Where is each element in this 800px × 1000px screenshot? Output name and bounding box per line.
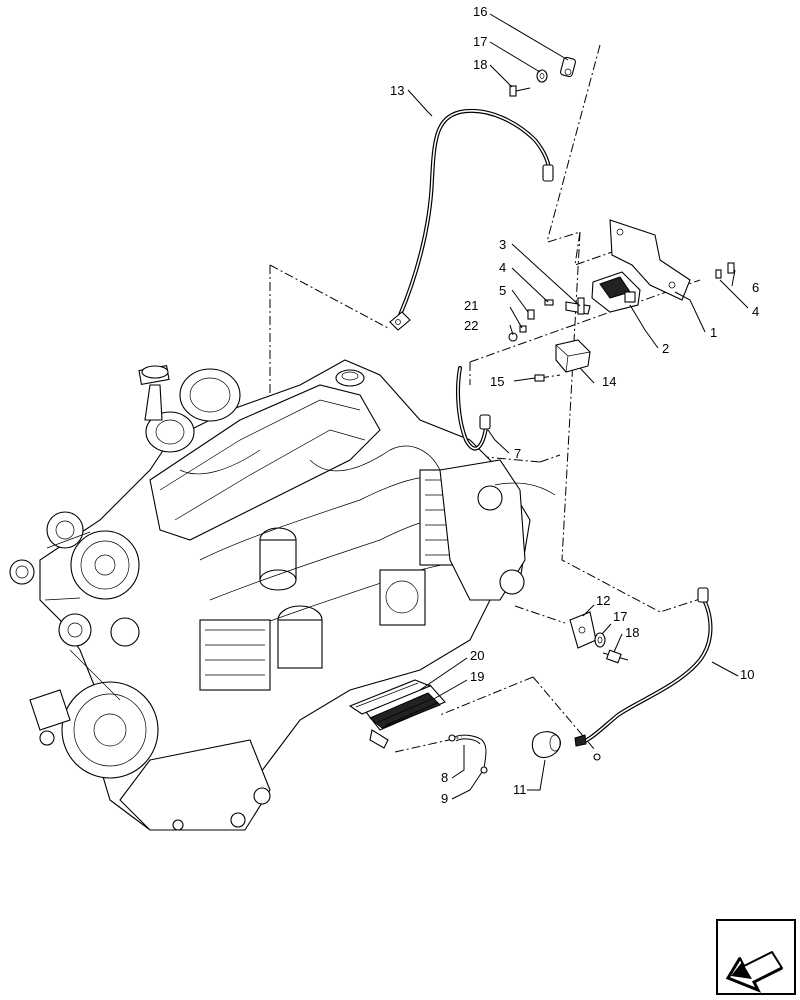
callout-4: 4 — [752, 304, 759, 319]
callout-19: 19 — [470, 669, 484, 684]
callout-11: 11 — [513, 782, 527, 797]
callout-20: 20 — [470, 648, 484, 663]
callout-8: 8 — [441, 770, 448, 785]
callout-18: 18 — [625, 625, 639, 640]
callout-21: 21 — [464, 298, 478, 313]
callout-5: 5 — [499, 283, 506, 298]
callout-14: 14 — [602, 374, 616, 389]
callout-17: 17 — [613, 609, 627, 624]
callout-17: 17 — [473, 34, 487, 49]
ecu-cover-20 — [348, 679, 432, 715]
filter-housing — [259, 527, 323, 669]
ground-cable-13 — [389, 108, 554, 331]
callout-7: 7 — [514, 446, 521, 461]
callout-13: 13 — [390, 83, 404, 98]
front-pulleys — [9, 511, 159, 779]
callout-2: 2 — [662, 341, 669, 356]
bolt-18 — [509, 85, 531, 97]
callout-4: 4 — [499, 260, 506, 275]
engine-assembly — [9, 359, 556, 831]
washer-17 — [536, 69, 548, 83]
callout-1: 1 — [710, 325, 717, 340]
callout-labels: 16 17 18 13 3 4 5 21 22 6 4 1 2 15 14 7 … — [390, 4, 759, 806]
lower-fastener-group — [569, 611, 622, 664]
cable-7 — [456, 366, 491, 451]
callout-18: 18 — [473, 57, 487, 72]
callout-12: 12 — [596, 593, 610, 608]
sensor-cable-8-9 — [448, 734, 488, 774]
boot-11 — [531, 731, 601, 761]
small-fasteners — [508, 262, 735, 342]
clip-3 — [565, 297, 591, 315]
callout-6: 6 — [752, 280, 759, 295]
ecu-module-19 — [365, 684, 446, 749]
return-arrow-icon[interactable] — [716, 919, 796, 995]
screw-15 — [534, 374, 545, 382]
callout-9: 9 — [441, 791, 448, 806]
relay-14 — [555, 339, 591, 373]
turbocharger — [138, 365, 241, 453]
cable-terminal-16 — [559, 56, 577, 78]
callout-15: 15 — [490, 374, 504, 389]
top-fastener-group — [509, 56, 577, 97]
callout-10: 10 — [740, 667, 754, 682]
engine-mounts — [29, 689, 271, 831]
callout-22: 22 — [464, 318, 478, 333]
leader-lines — [407, 13, 749, 800]
bracket-1 — [609, 219, 691, 301]
cable-10 — [574, 587, 713, 747]
callout-3: 3 — [499, 237, 506, 252]
callout-16: 16 — [473, 4, 487, 19]
relay-2 — [591, 271, 641, 313]
flywheel-housing — [439, 459, 556, 601]
